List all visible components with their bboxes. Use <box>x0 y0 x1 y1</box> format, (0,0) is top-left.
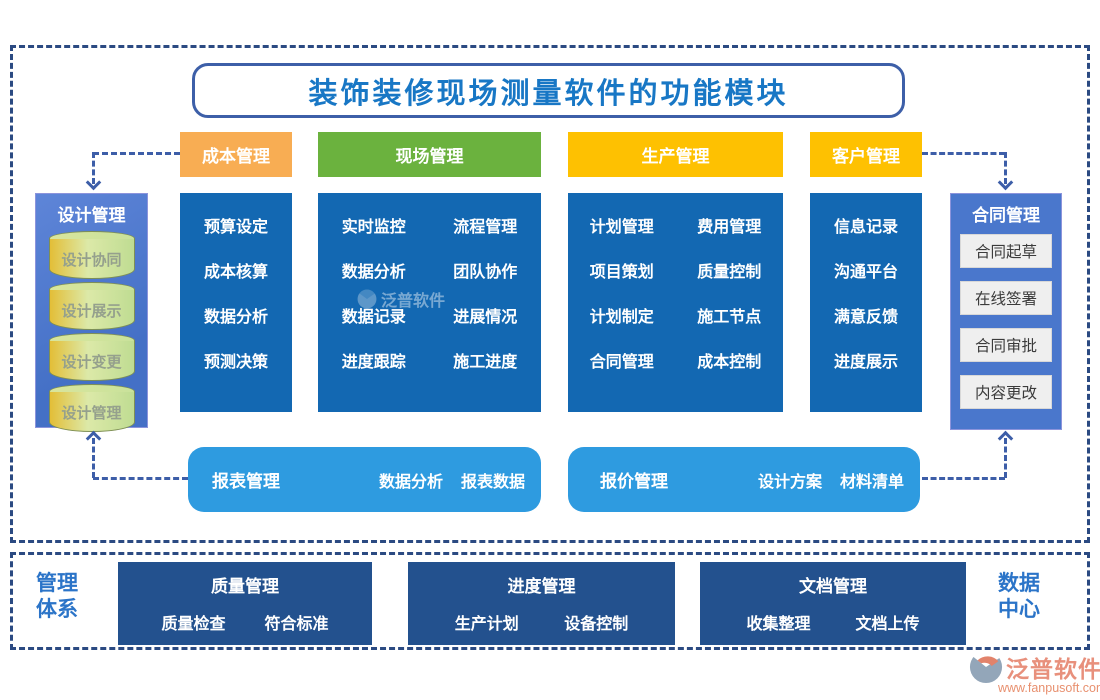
quote-bar-label: 报价管理 <box>600 472 668 491</box>
contract-box-title: 合同管理 <box>972 206 1040 225</box>
cylinder-label: 设计协同 <box>61 252 122 269</box>
contract-management-box: 合同管理 合同起草 在线签署 合同审批 内容更改 <box>950 193 1062 430</box>
logo-url: www.fanpusoft.com <box>998 681 1100 695</box>
contract-item-button: 合同起草 <box>960 234 1052 268</box>
module-item: 数据记录 <box>341 308 406 326</box>
header-customer-management: 客户管理 <box>810 132 922 177</box>
main-dashed-frame <box>10 45 1090 543</box>
module-item: 团队协作 <box>453 264 518 282</box>
contract-item-button: 合同审批 <box>960 328 1052 362</box>
design-cylinder-stack: 设计协同 设计展示 设计变更 设计管理 <box>36 231 147 432</box>
database-cylinder-icon: 设计展示 <box>48 282 135 330</box>
report-bar-label: 报表管理 <box>212 472 280 491</box>
module-item: 进度展示 <box>833 353 898 371</box>
header-site-management: 现场管理 <box>318 132 541 177</box>
column-site-management: 实时监控 数据分析 数据记录 进度跟踪 流程管理 团队协作 进展情况 施工进度 <box>318 193 541 412</box>
module-item: 设计方案 <box>757 473 822 491</box>
module-item: 实时监控 <box>341 219 406 237</box>
fanpu-logo: 泛普软件 www.fanpusoft.com <box>968 650 1100 695</box>
module-item: 信息记录 <box>833 219 898 237</box>
cylinder-label: 设计展示 <box>61 303 122 320</box>
module-item: 收集整理 <box>746 616 811 633</box>
module-item: 符合标准 <box>264 616 329 633</box>
cylinder-label: 设计变更 <box>61 354 122 371</box>
header-production-management: 生产管理 <box>568 132 783 177</box>
module-item: 沟通平台 <box>833 264 898 282</box>
data-center-label: 数据 中心 <box>986 571 1052 624</box>
management-system-line1: 管理 <box>36 572 78 595</box>
database-cylinder-icon: 设计管理 <box>48 384 135 432</box>
management-system-line2: 体系 <box>36 598 78 622</box>
connector-report-to-design <box>93 477 188 480</box>
connector-quote-to-contract <box>1004 438 1007 478</box>
connector-report-to-design <box>92 438 95 478</box>
diagram-title-box: 装饰装修现场测量软件的功能模块 <box>192 63 905 118</box>
site-right-subcolumn: 流程管理 团队协作 进展情况 施工进度 <box>430 193 542 412</box>
management-system-label: 管理 体系 <box>24 571 90 624</box>
data-center-line1: 数据 <box>998 572 1040 595</box>
quality-box-title: 质量管理 <box>211 577 279 596</box>
module-item: 报表数据 <box>460 473 525 491</box>
design-management-box: 设计管理 设计协同 设计展示 设计变更 设计管理 <box>35 193 148 432</box>
module-item: 进展情况 <box>453 308 518 326</box>
module-item: 费用管理 <box>697 219 762 237</box>
module-item: 数据分析 <box>341 264 406 282</box>
module-item: 合同管理 <box>589 353 654 371</box>
module-item: 流程管理 <box>453 219 518 237</box>
header-cost-management: 成本管理 <box>180 132 292 177</box>
site-left-subcolumn: 实时监控 数据分析 数据记录 进度跟踪 <box>318 193 430 412</box>
quote-management-bar: 报价管理 设计方案 材料清单 <box>568 447 920 512</box>
column-production-management: 计划管理 项目策划 计划制定 合同管理 费用管理 质量控制 施工节点 成本控制 <box>568 193 783 412</box>
module-item: 满意反馈 <box>833 308 898 326</box>
report-management-bar: 报表管理 数据分析 报表数据 <box>188 447 541 512</box>
progress-management-box: 进度管理 生产计划 设备控制 <box>408 562 675 645</box>
module-item: 质量检查 <box>161 616 226 633</box>
contract-button-stack: 合同起草 在线签署 合同审批 内容更改 <box>951 234 1061 409</box>
module-item: 项目策划 <box>589 264 654 282</box>
module-item: 施工进度 <box>453 353 518 371</box>
contract-item-button: 内容更改 <box>960 375 1052 409</box>
module-item: 数据分析 <box>378 473 443 491</box>
module-item: 预测决策 <box>203 353 268 371</box>
module-item: 计划管理 <box>589 219 654 237</box>
connector-quote-to-contract <box>922 477 1005 480</box>
database-cylinder-icon: 设计协同 <box>48 231 135 279</box>
diagram-title: 装饰装修现场测量软件的功能模块 <box>308 77 789 110</box>
contract-item-button: 在线签署 <box>960 281 1052 315</box>
fanpu-logo-icon <box>969 650 1003 684</box>
database-cylinder-icon: 设计变更 <box>48 333 135 381</box>
quality-management-box: 质量管理 质量检查 符合标准 <box>118 562 372 645</box>
module-item: 设备控制 <box>564 616 629 633</box>
module-item: 预算设定 <box>203 219 268 237</box>
column-cost-management: 预算设定 成本核算 数据分析 预测决策 <box>180 193 292 412</box>
production-left-subcolumn: 计划管理 项目策划 计划制定 合同管理 <box>568 193 676 412</box>
production-right-subcolumn: 费用管理 质量控制 施工节点 成本控制 <box>676 193 784 412</box>
data-center-line2: 中心 <box>998 598 1040 622</box>
column-customer-management: 信息记录 沟通平台 满意反馈 进度展示 <box>810 193 922 412</box>
document-box-title: 文档管理 <box>799 577 867 596</box>
cylinder-label: 设计管理 <box>61 405 122 422</box>
module-item: 材料清单 <box>839 473 904 491</box>
connector-cost-to-design <box>92 152 95 184</box>
connector-cost-to-design <box>93 152 180 155</box>
connector-customer-to-contract <box>922 152 1005 155</box>
module-item: 质量控制 <box>697 264 762 282</box>
module-item: 生产计划 <box>454 616 519 633</box>
logo-name: 泛普软件 <box>1006 656 1100 682</box>
module-item: 数据分析 <box>203 308 268 326</box>
module-item: 成本控制 <box>697 353 762 371</box>
module-item: 文档上传 <box>855 616 920 633</box>
document-management-box: 文档管理 收集整理 文档上传 <box>700 562 966 645</box>
design-box-title: 设计管理 <box>57 206 126 225</box>
module-item: 进度跟踪 <box>341 353 406 371</box>
bottom-dashed-frame <box>10 552 1090 650</box>
connector-customer-to-contract <box>1004 152 1007 184</box>
module-item: 施工节点 <box>697 308 762 326</box>
module-item: 计划制定 <box>589 308 654 326</box>
progress-box-title: 进度管理 <box>507 577 576 596</box>
module-item: 成本核算 <box>203 264 268 282</box>
